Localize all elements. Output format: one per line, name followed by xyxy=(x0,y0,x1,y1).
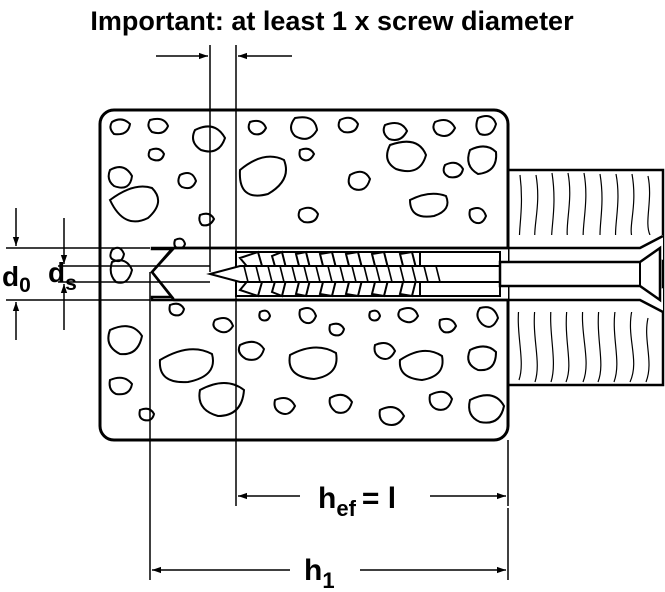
d0-label: d0 xyxy=(2,261,31,297)
ds-label: ds xyxy=(48,257,77,295)
diagram-title: Important: at least 1 x screw diameter xyxy=(90,6,574,36)
screw xyxy=(206,245,662,303)
hef-dimension xyxy=(235,296,509,506)
spacing-dimension xyxy=(156,45,292,272)
hef-label: hef= l xyxy=(318,482,396,521)
ds-dimension xyxy=(58,218,210,330)
h1-dimension xyxy=(149,272,509,580)
d0-dimension xyxy=(6,208,150,340)
h1-label: h1 xyxy=(304,554,335,592)
